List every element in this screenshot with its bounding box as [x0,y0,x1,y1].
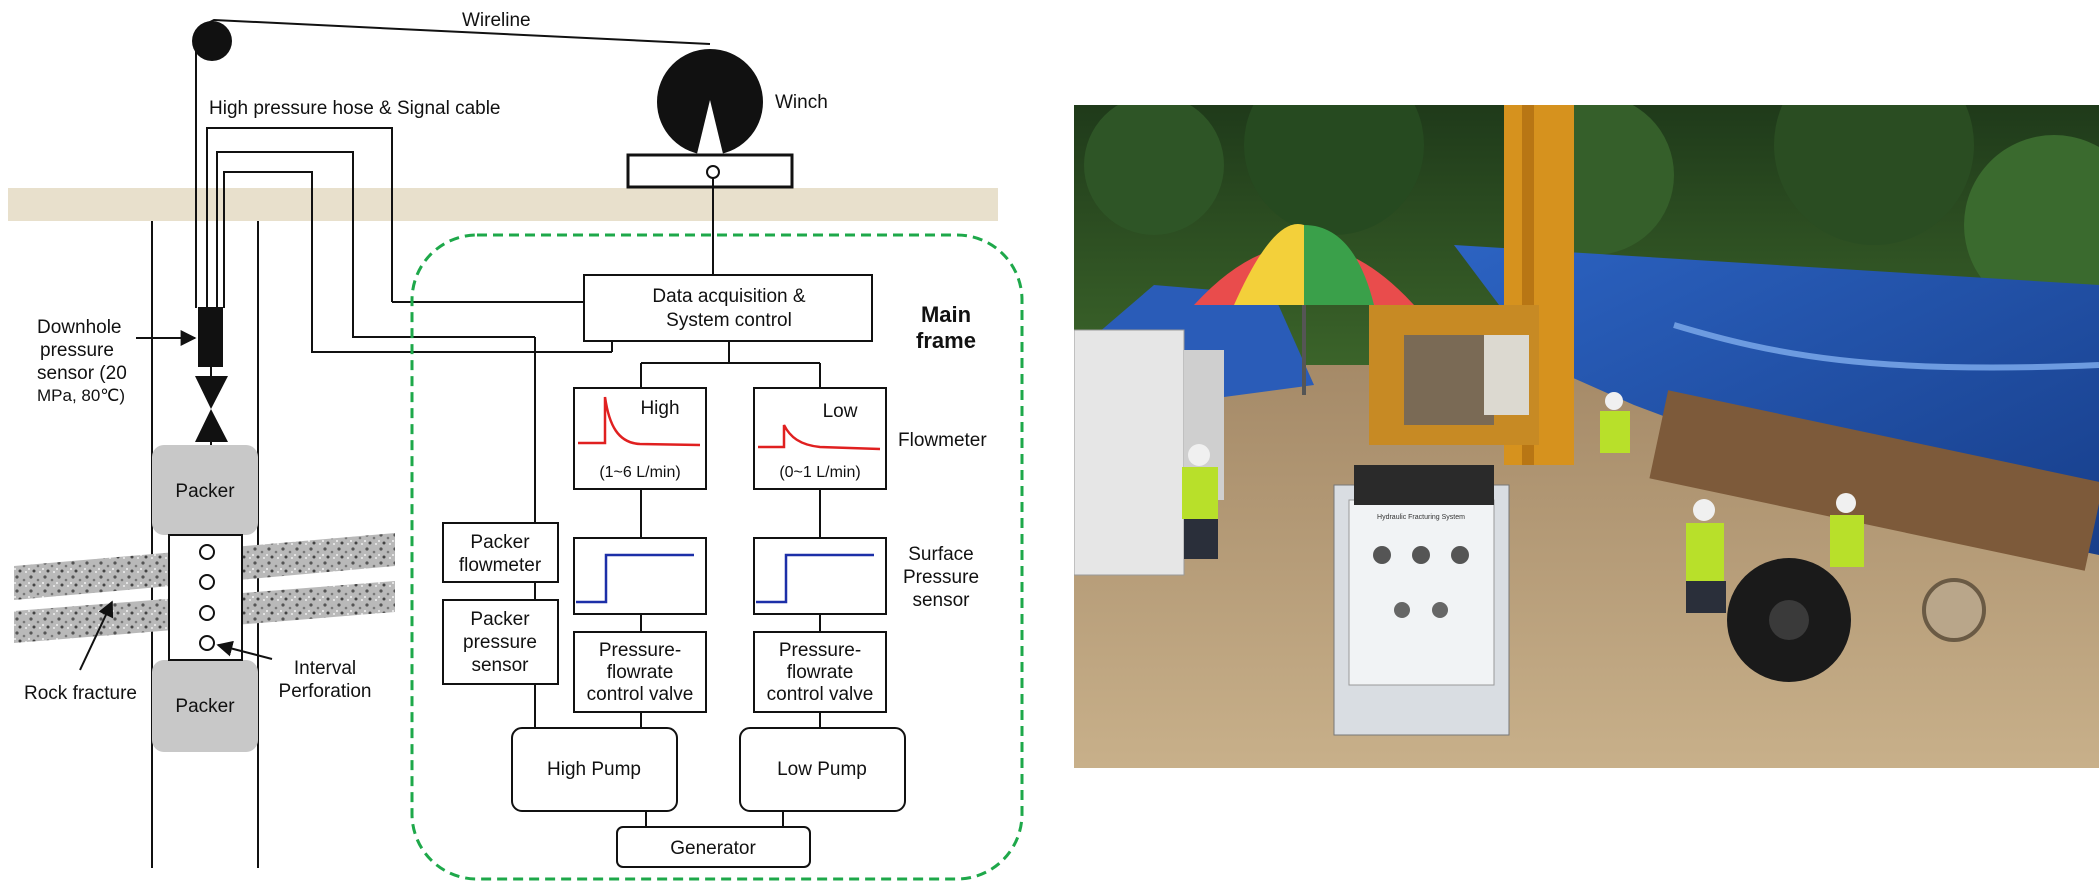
field-site-photo: Hydraulic Fracturing System [1074,105,2099,768]
perforation-arrow [216,640,273,660]
flowmeter-low [753,387,887,490]
ground-surface [8,188,998,221]
pressure-low-curve [756,553,874,604]
high-pump-label: High Pump [547,759,641,780]
valve-icon [195,376,228,442]
packer-pressure-sensor [442,599,559,685]
pumps-to-generator [645,811,784,827]
worker-2 [1686,499,1726,613]
perforation-1 [199,544,215,560]
high-pump [511,727,678,812]
control-valve-high [573,631,707,713]
winch-label: Winch [775,92,828,113]
flowmeter-label: Flowmeter [898,430,987,451]
worker-1 [1182,444,1218,559]
rock-fracture-label: Rock fracture [24,683,137,704]
data-acquisition-box [583,274,873,342]
main-frame-boundary [410,233,1024,881]
packer-flowmeter [442,522,559,583]
worker-4 [1600,392,1630,453]
packer-bottom-label: Packer [175,696,235,717]
sheave-icon [192,21,232,61]
control-panel-sign: Hydraulic Fracturing System [1377,514,1465,521]
fracture-arrow [79,600,114,671]
flowmeter-low-curve [758,424,881,451]
rod-pile [1649,390,2099,571]
cable-to-daq [206,127,585,308]
perforation-4 [199,635,215,651]
cable-to-packer-flowmeter [216,151,535,338]
low-pump-label: Low Pump [777,759,867,780]
system-schematic: Wireline Winch High pressure hose & Sign… [8,10,1024,881]
daq-to-flowmeters [640,341,821,388]
flowmeter-high-curve [578,396,701,447]
perforation-2 [199,574,215,590]
generator [616,826,811,868]
daq-to-packer-line [534,337,613,523]
flowmeter-high-range: (1~6 L/min) [599,464,680,481]
downhole-pressure-sensor [198,307,223,367]
wireline [197,18,711,45]
flowmeter-low-range: (0~1 L/min) [779,464,860,481]
white-trailer [1074,329,1185,576]
low-pump [739,727,906,812]
packer-top [152,445,258,535]
hose-cable-label: High pressure hose & Signal cable [209,98,501,119]
data-acquisition-label: Data acquisition &System control [652,286,805,331]
wireline-label: Wireline [462,10,531,31]
packer-top-label: Packer [175,481,235,502]
worker-3 [1830,493,1864,567]
flowmeter-low-label: Low [823,401,858,422]
pressure-high-curve [576,553,694,604]
flowmeter-high-label: High [640,398,679,419]
packer-bottom [152,660,258,752]
generator-label: Generator [670,838,756,859]
perforation-3 [199,605,215,621]
